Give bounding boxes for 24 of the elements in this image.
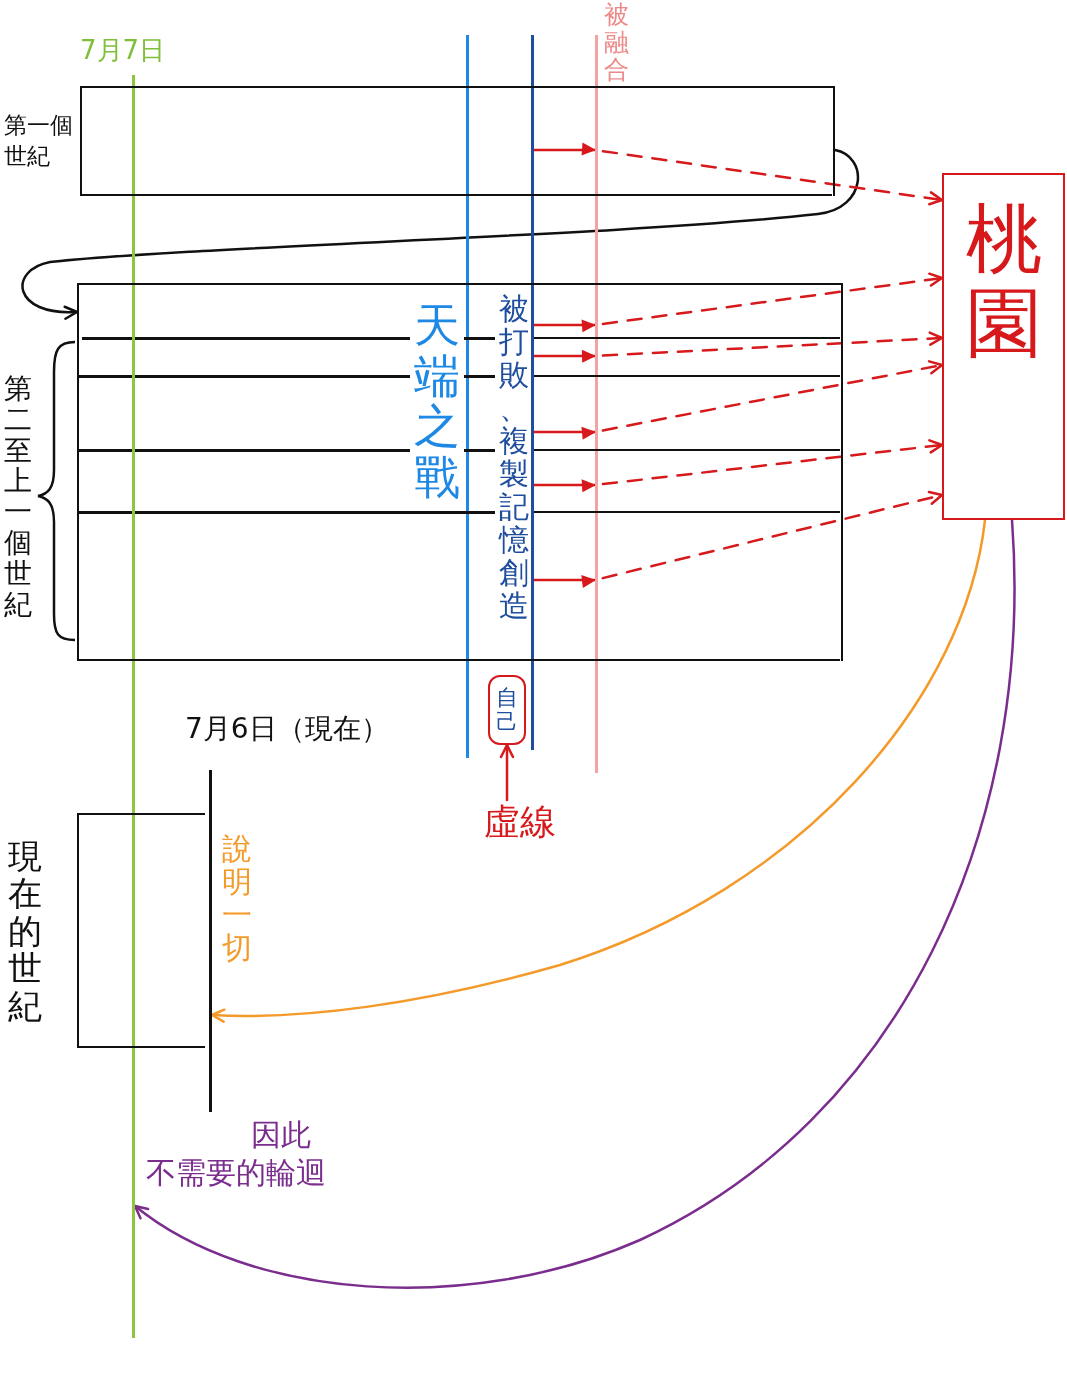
vertical-label: 現在的世紀 bbox=[8, 838, 42, 1025]
dashed-arrow bbox=[532, 439, 944, 493]
edge-label: 因此不需要的輪迴 bbox=[146, 1116, 327, 1191]
highlighted-text: 自己 bbox=[496, 685, 518, 735]
dashed-arrow bbox=[532, 490, 944, 588]
vertical-label: 天端之戰 bbox=[414, 300, 460, 503]
dashed-arrow bbox=[532, 331, 944, 363]
destination-box bbox=[942, 173, 1065, 520]
box-title: 桃園 bbox=[965, 197, 1042, 365]
box-label: 第一個世紀 bbox=[4, 111, 74, 172]
curved-arrow bbox=[21, 148, 860, 320]
date-label: 7月7日 bbox=[80, 35, 166, 67]
curved-arrow bbox=[210, 518, 987, 1023]
leader-arrow bbox=[499, 743, 515, 802]
annotation-text: 虛線 bbox=[482, 800, 558, 844]
curved-arrow bbox=[133, 518, 1016, 1289]
edge-label: 說明一切 bbox=[222, 832, 252, 964]
highlight-box bbox=[488, 675, 526, 745]
dashed-arrow bbox=[532, 360, 944, 440]
date-label: 7月6日（現在） bbox=[185, 712, 389, 746]
dashed-arrow bbox=[532, 142, 944, 206]
dashed-arrow bbox=[532, 272, 944, 333]
vertical-label: 被打敗、複製記憶創造 bbox=[499, 292, 529, 622]
vertical-label: 第二至上一個世紀 bbox=[4, 374, 32, 621]
